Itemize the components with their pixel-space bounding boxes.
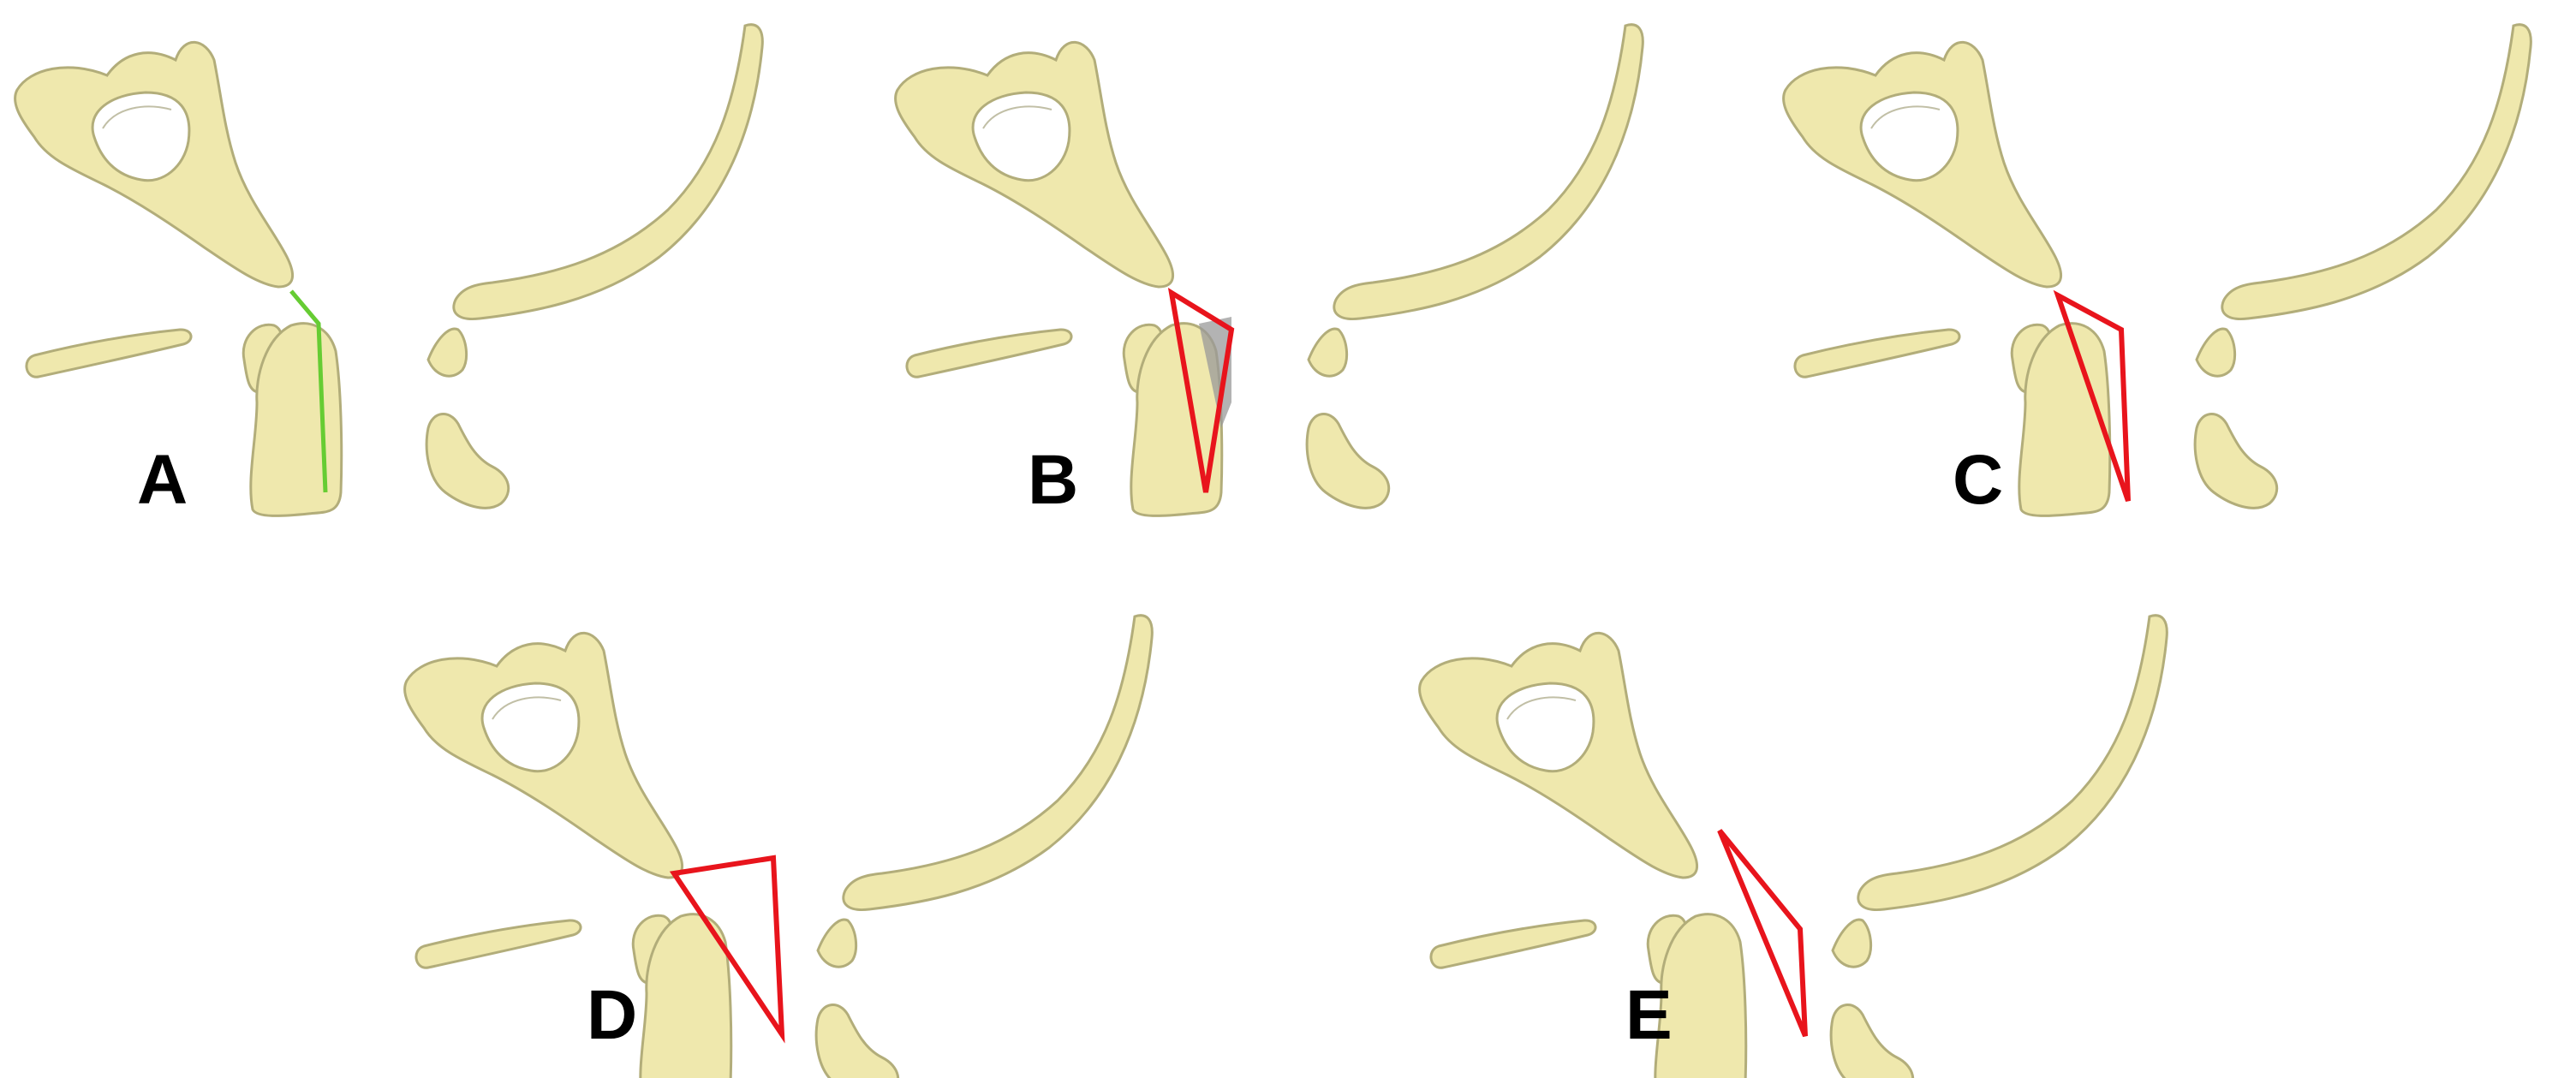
panel-a-label: A bbox=[137, 441, 188, 519]
panel-c-abnormal-line bbox=[2053, 289, 2131, 502]
panel-d-abnormal-line bbox=[669, 855, 785, 1044]
panel-a-bones bbox=[14, 23, 764, 517]
panel-b-shaded-overlap bbox=[1199, 317, 1231, 428]
panel-a-normal-line bbox=[289, 289, 328, 493]
panel-c-label: C bbox=[1953, 441, 2003, 519]
panel-b-abnormal-line bbox=[1167, 287, 1235, 493]
panel-a: A bbox=[14, 23, 764, 519]
panel-e: E bbox=[1418, 614, 2168, 1078]
panel-c: C bbox=[1782, 23, 2532, 519]
panel-c-bones bbox=[1782, 23, 2532, 517]
panel-d-label: D bbox=[587, 976, 637, 1054]
panel-b: B bbox=[894, 23, 1644, 519]
panel-b-label: B bbox=[1028, 441, 1078, 519]
panel-d: D bbox=[403, 614, 1154, 1078]
panel-b-bones bbox=[894, 23, 1644, 517]
panel-e-label: E bbox=[1625, 976, 1673, 1054]
panel-e-abnormal-line bbox=[1717, 829, 1808, 1038]
